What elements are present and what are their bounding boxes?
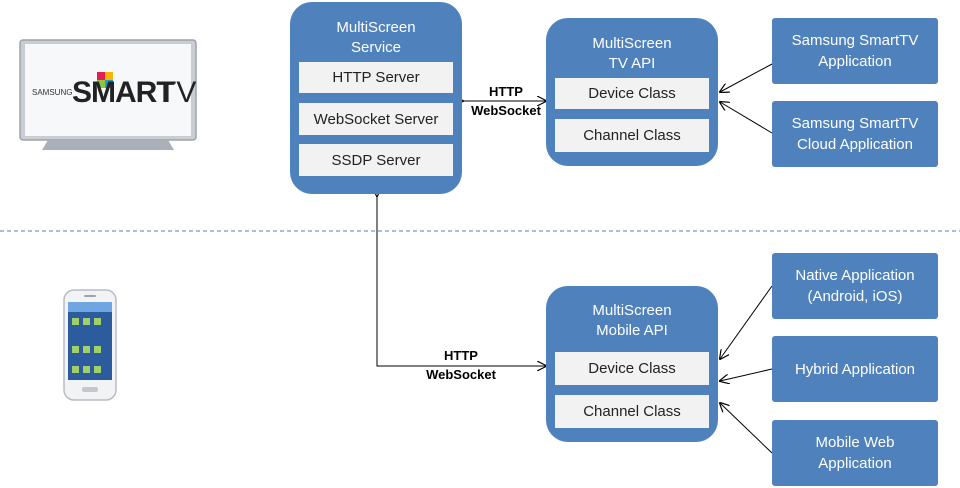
multiscreen-mobile-api-box: MultiScreen Mobile API Device Class Chan… [546,286,718,442]
mobile-api-device-class-row: Device Class [555,352,709,385]
mobile-api-channel-class-row: Channel Class [555,395,709,428]
tv-api-channel-class-row: Channel Class [555,119,709,152]
mobileapp-arrow-3 [720,403,773,454]
service-title: MultiScreen Service [336,19,416,56]
hybrid-application-box: Hybrid Application [772,336,938,402]
protocol-label-top: HTTP WebSocket [471,84,541,118]
samsung-smarttv-app-box: Samsung SmartTV Application [772,18,938,84]
mobileapp-arrow-2 [720,368,773,381]
tv-api-title: MultiScreen TV API [592,35,672,72]
tv-word: TV [158,76,196,109]
tvapp-arrow-1 [720,63,773,92]
native-application-box: Native Application (Android, iOS) [772,253,938,319]
tv-api-device-class-row: Device Class [555,78,709,109]
smart-tv-icon: SAMSUNG SMART TV [19,39,197,150]
mobileapp-arrow-1 [720,285,773,359]
http-server-row: HTTP Server [299,62,453,93]
mobile-web-application-box: Mobile Web Application [772,420,938,486]
ssdp-server-row: SSDP Server [299,144,453,176]
protocol-label-bottom: HTTP WebSocket [426,348,496,382]
multiscreen-tv-api-box: MultiScreen TV API Device Class Channel … [546,18,718,166]
tv-smart-word: SMART [72,76,174,109]
samsung-smarttv-cloud-app-box: Samsung SmartTV Cloud Application [772,101,938,167]
service-mobileapi-arrow [377,196,546,366]
multiscreen-service-box: MultiScreen Service HTTP Server WebSocke… [290,2,462,194]
websocket-server-row: WebSocket Server [299,103,453,135]
smart-logo-cube-icon [97,72,113,88]
tv-brand: SAMSUNG [32,88,72,97]
smartphone-icon [63,289,117,401]
mobile-api-title: MultiScreen Mobile API [592,302,672,339]
tvapp-arrow-2 [720,102,773,134]
